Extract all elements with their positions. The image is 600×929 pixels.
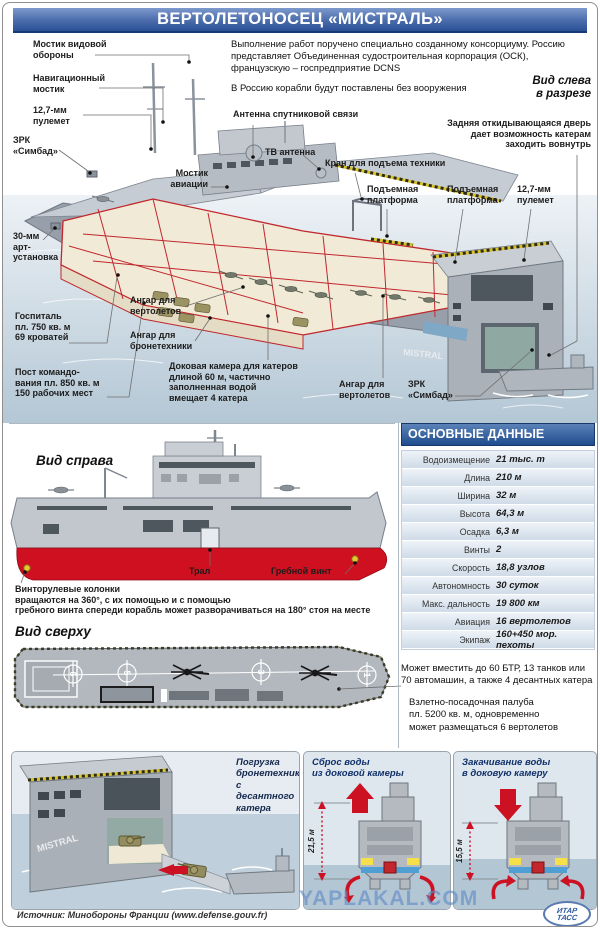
label-tral: Трал: [189, 566, 211, 576]
label-satcom: Антенна спутниковой связи: [233, 109, 359, 119]
panel-discharge-water: Сброс воды из доковой камеры 21,5 м: [303, 751, 451, 910]
discharge-dimension: 21,5 м: [307, 829, 316, 854]
hull-name-text: MISTRAL: [403, 347, 444, 361]
top-view-illustration: 6 5 3 1: [13, 645, 401, 709]
landing-craft: [492, 354, 594, 399]
deck-helicopter-1: [171, 664, 210, 680]
label-platform-1: Подъемная платформа: [367, 184, 419, 205]
label-platform-2: Подъемная платформа: [447, 184, 499, 205]
label-hangar-helicopters-top: Ангар для вертолетов: [130, 295, 182, 316]
label-sam-bottom: ЗРК «Симбад»: [408, 379, 453, 400]
svg-text:1: 1: [362, 672, 372, 677]
itar-tass-logo: ИТАР ТАСС: [543, 901, 591, 926]
label-nav-bridge: Навигационный мостик: [33, 73, 105, 94]
hazard-strips: [334, 163, 502, 247]
dock-water: [423, 321, 468, 341]
trap-ramp: [200, 527, 220, 549]
intake-dimension: 15,5 м: [455, 839, 464, 863]
leader-dots: [53, 60, 551, 357]
flight-deck-note: Взлетно-посадочная палуба пл. 5200 кв. м…: [409, 697, 559, 733]
leader-lines: [42, 54, 578, 398]
svg-text:5: 5: [122, 670, 132, 675]
landing-craft-2: [225, 848, 295, 895]
label-dock-chamber: Доковая камера для катеров длиной 60 м, …: [169, 361, 298, 403]
azipod: [23, 564, 31, 572]
water-out-arrows: [345, 875, 435, 898]
intake-illustration: 15,5 м: [454, 779, 596, 909]
svg-text:3: 3: [256, 669, 266, 674]
deck-helicopter-2: [299, 665, 338, 681]
red-underwater-hull: [16, 547, 388, 581]
stern-block: MISTRAL: [403, 240, 564, 402]
label-propeller: Гребной винт: [271, 566, 332, 576]
top-view-heading: Вид сверху: [15, 624, 91, 639]
hangar-helicopters: [91, 195, 441, 304]
label-bridge-defense: Мостик видовой обороны: [33, 39, 107, 60]
page-title: ВЕРТОЛЕТОНОСЕЦ «МИСТРАЛЬ»: [13, 8, 587, 33]
water-in-arrows: [491, 879, 585, 900]
loading-arrow: [158, 864, 188, 876]
deck-vehicles: [161, 689, 283, 702]
satcom-dome: [245, 144, 263, 162]
view-left-cutaway-label: Вид слева в разрезе: [532, 75, 591, 101]
label-aviation-bridge: Мостик авиации: [170, 168, 208, 189]
loading-caption: Погрузка бронетехники с десантного катер…: [236, 757, 300, 814]
label-command-post: Пост командо- вания пл. 850 кв. м 150 ра…: [15, 367, 100, 399]
label-hospital: Госпиталь пл. 750 кв. м 69 кроватей: [15, 311, 71, 343]
svg-text:6: 6: [68, 671, 78, 676]
water-up-arrow: [346, 783, 374, 813]
label-hangar-armor: Ангар для бронетехники: [130, 330, 193, 351]
spot-numbers: 6 5 3 1: [68, 669, 372, 677]
label-mg-right: 12,7-мм пулемет: [517, 184, 554, 205]
water-down-arrow: [494, 789, 522, 821]
compartment-lines: [68, 198, 474, 330]
cross-section-ship: [358, 782, 422, 890]
capacity-note: Может вместить до 60 БТР, 13 танков или …: [401, 663, 593, 687]
cutaway-illustration: MISTRAL: [3, 54, 597, 423]
sam-launcher: [86, 170, 98, 178]
section-divider-vertical: [398, 423, 399, 748]
side-view-heading: Вид справа: [36, 453, 114, 468]
label-sam-top: ЗРК «Симбад»: [13, 135, 58, 156]
tanks: [152, 290, 309, 328]
intro-paragraph-2: В Россию корабли будут поставлены без во…: [231, 83, 467, 94]
label-30mm-gun: 30-мм арт- установка: [13, 231, 59, 263]
panel-loading-armor: MISTRAL Погрузка бронетехники с десантно…: [11, 751, 300, 910]
label-crane: Кран для подъема техники: [325, 158, 446, 168]
panel-intake-water: Закачивание воды в доковую камеру 15,5 м: [453, 751, 597, 910]
label-rear-door: Задняя откидывающаяся дверь дает возможн…: [447, 118, 591, 150]
main-data-header: ОСНОВНЫЕ ДАННЫЕ: [401, 423, 595, 446]
section-divider-horizontal: [9, 423, 395, 424]
watermark: YAPLAKAL.COM: [299, 887, 479, 910]
loading-illustration: MISTRAL: [12, 752, 299, 909]
side-view-illustration: [10, 430, 388, 584]
cross-section-ship-2: [506, 782, 570, 890]
label-tv-antenna: ТВ антенна: [265, 147, 316, 157]
tank-inside: [118, 835, 146, 847]
intro-paragraph-1: Выполнение работ поручено специально соз…: [231, 39, 565, 74]
label-mg-left: 12,7-мм пулемет: [33, 105, 70, 126]
source-line: Источник: Минобороны Франции (www.defens…: [17, 910, 268, 920]
deck-crane: [352, 197, 382, 231]
intake-title: Закачивание воды в доковую камеру: [462, 757, 551, 780]
deck-pit: [100, 686, 154, 703]
side-view-note: Винторулевые колонки вращаются на 360°, …: [15, 584, 371, 616]
discharge-title: Сброс воды из доковой камеры: [312, 757, 404, 780]
label-hangar-helicopters-bottom: Ангар для вертолетов: [339, 379, 391, 400]
discharge-illustration: 21,5 м: [304, 779, 450, 909]
